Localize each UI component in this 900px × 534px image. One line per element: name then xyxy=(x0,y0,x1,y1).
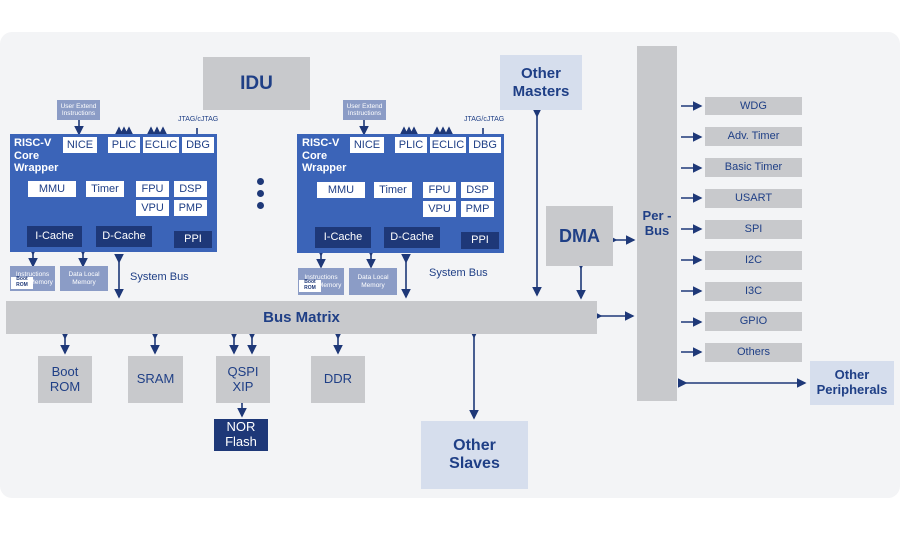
dbg-2: DBG xyxy=(469,137,501,153)
other-slaves-block: Other Slaves xyxy=(421,421,528,489)
ppi-2: PPI xyxy=(461,232,499,249)
periph-gpio: GPIO xyxy=(705,312,802,331)
nor-flash-block: NOR Flash xyxy=(214,419,268,451)
periph-wdg: WDG xyxy=(705,97,802,115)
timer-1: Timer xyxy=(86,181,124,197)
dlm-2: Data Local Memory xyxy=(349,268,397,295)
vpu-2: VPU xyxy=(423,201,456,217)
system-bus-label-1: System Bus xyxy=(130,271,189,283)
icache-1: I-Cache xyxy=(27,226,82,247)
fpu-2: FPU xyxy=(423,182,456,198)
ellipsis-dot xyxy=(257,178,264,185)
dcache-2: D-Cache xyxy=(384,227,440,248)
user-extend-box-1: User Extend Instructions xyxy=(57,100,100,120)
vpu-1: VPU xyxy=(136,200,169,216)
mmu-1: MMU xyxy=(28,181,76,197)
eclic-2: ECLIC xyxy=(430,137,466,153)
pmp-2: PMP xyxy=(461,201,494,217)
sram-block: SRAM xyxy=(128,356,183,403)
qspi-xip-block: QSPI XIP xyxy=(216,356,270,403)
pmp-1: PMP xyxy=(174,200,207,216)
jtag-label-1: JTAG/cJTAG xyxy=(178,116,219,123)
ddr-block: DDR xyxy=(311,356,365,403)
periph-adv-timer: Adv. Timer xyxy=(705,127,802,146)
boot-rom-tag-1: Boot ROM xyxy=(11,276,33,289)
periph-i2c: I2C xyxy=(705,251,802,270)
system-bus-label-2: System Bus xyxy=(429,267,488,279)
fpu-1: FPU xyxy=(136,181,169,197)
user-extend-box-2: User Extend Instructions xyxy=(343,100,386,120)
ellipsis-dot xyxy=(257,190,264,197)
boot-rom-tag-2: Boot ROM xyxy=(299,279,321,292)
dma-block: DMA xyxy=(546,206,613,266)
nice-2: NICE xyxy=(350,137,384,153)
dcache-1: D-Cache xyxy=(96,226,152,247)
ppi-1: PPI xyxy=(174,231,212,248)
periph-usart: USART xyxy=(705,189,802,208)
jtag-label-2: JTAG/cJTAG xyxy=(464,116,505,123)
other-masters-block: Other Masters xyxy=(500,55,582,110)
periph-i3c: I3C xyxy=(705,282,802,301)
bus-matrix-block: Bus Matrix xyxy=(6,301,597,334)
icache-2: I-Cache xyxy=(315,227,371,248)
idu-block: IDU xyxy=(203,57,310,110)
boot-rom-block: Boot ROM xyxy=(38,356,92,403)
periph-basic-timer: Basic Timer xyxy=(705,158,802,177)
dsp-1: DSP xyxy=(174,181,207,197)
plic-2: PLIC xyxy=(395,137,427,153)
dbg-1: DBG xyxy=(182,137,214,153)
mmu-2: MMU xyxy=(317,182,365,198)
timer-2: Timer xyxy=(374,182,412,198)
core-title-1: RISC-V Core Wrapper xyxy=(14,137,59,175)
periph-others: Others xyxy=(705,343,802,362)
nice-1: NICE xyxy=(63,137,97,153)
dsp-2: DSP xyxy=(461,182,494,198)
core-title-2: RISC-V Core Wrapper xyxy=(302,137,347,175)
ellipsis-dot xyxy=(257,202,264,209)
eclic-1: ECLIC xyxy=(143,137,179,153)
per-bus-block: Per - Bus xyxy=(637,46,677,401)
dlm-1: Data Local Memory xyxy=(60,266,108,291)
periph-spi: SPI xyxy=(705,220,802,239)
plic-1: PLIC xyxy=(108,137,140,153)
other-peripherals-block: Other Peripherals xyxy=(810,361,894,405)
